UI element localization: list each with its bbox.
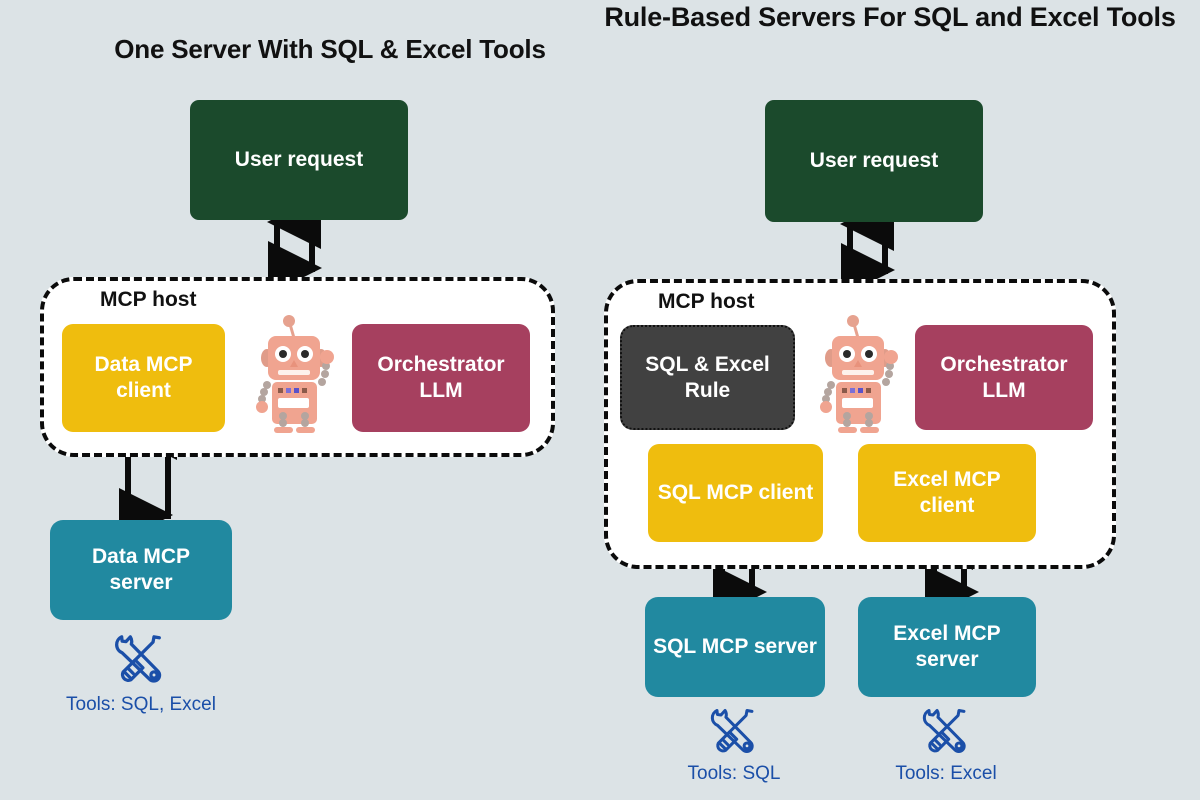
left-orchestrator-llm-label: Orchestrator LLM xyxy=(377,353,505,402)
right-sql-tools-caption: Tools: SQL xyxy=(687,763,781,784)
left-user-request-box[interactable]: User request xyxy=(190,100,408,220)
right-excel-mcp-server-box[interactable]: Excel MCP server xyxy=(858,597,1036,697)
left-robot-mascot xyxy=(252,312,344,434)
right-sql-wrench-screwdriver-icon xyxy=(705,706,763,758)
right-user-request-box[interactable]: User request xyxy=(765,100,983,222)
right-sql-mcp-client-label: SQL MCP client xyxy=(657,481,814,505)
right-excel-mcp-server-label: Excel MCP server xyxy=(893,622,1001,671)
right-orchestrator-llm-label: Orchestrator LLM xyxy=(940,352,1068,402)
left-data-mcp-client-box[interactable]: Data MCP client xyxy=(62,324,225,432)
left-user-request-label: User request xyxy=(234,148,364,172)
left-wrench-screwdriver-icon xyxy=(109,632,171,688)
right-user-request-label: User request xyxy=(809,149,939,173)
left-tools-caption: Tools: SQL, Excel xyxy=(66,694,216,715)
left-orchestrator-llm-box[interactable]: Orchestrator LLM xyxy=(352,324,530,432)
left-data-mcp-client-label: Data MCP client xyxy=(94,353,193,402)
left-data-mcp-server-box[interactable]: Data MCP server xyxy=(50,520,232,620)
right-sql-excel-rule-label: SQL & Excel Rule xyxy=(645,352,770,402)
right-excel-wrench-screwdriver-icon xyxy=(917,706,975,758)
right-sql-excel-rule-box[interactable]: SQL & Excel Rule xyxy=(620,325,795,430)
right-excel-tools-caption: Tools: Excel xyxy=(895,763,997,784)
right-sql-mcp-server-label: SQL MCP server xyxy=(653,635,817,659)
right-mcp-host-label: MCP host xyxy=(658,290,755,313)
left-mcp-host-label: MCP host xyxy=(100,288,197,311)
right-excel-mcp-client-label: Excel MCP client xyxy=(893,468,1001,517)
right-sql-mcp-client-box[interactable]: SQL MCP client xyxy=(648,444,823,542)
left-data-mcp-server-label: Data MCP server xyxy=(91,545,191,594)
right-orchestrator-llm-box[interactable]: Orchestrator LLM xyxy=(915,325,1093,430)
panel-title-left: One Server With SQL & Excel Tools xyxy=(114,34,546,64)
panel-title-right: Rule-Based Servers For SQL and Excel Too… xyxy=(604,2,1176,32)
right-excel-mcp-client-box[interactable]: Excel MCP client xyxy=(858,444,1036,542)
right-robot-mascot xyxy=(816,312,908,434)
right-sql-mcp-server-box[interactable]: SQL MCP server xyxy=(645,597,825,697)
